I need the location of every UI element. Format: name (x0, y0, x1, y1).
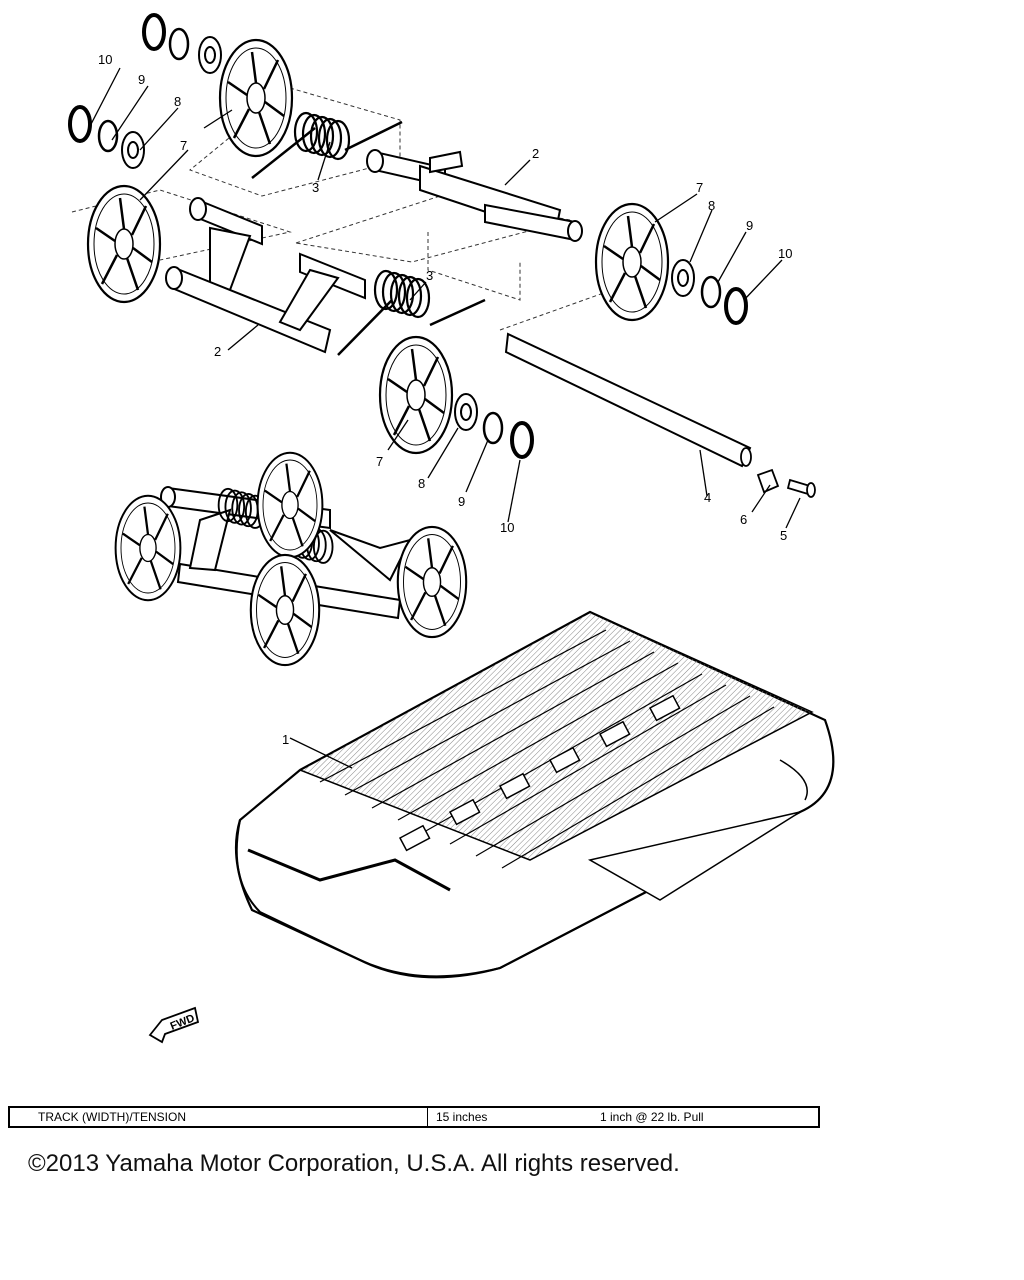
spec-tension: 1 inch @ 22 lb. Pull (600, 1110, 704, 1124)
callout-5: 5 (780, 528, 787, 543)
fwd-arrow-icon: FWD (148, 1006, 200, 1044)
callout-7-lower: 7 (376, 454, 383, 469)
callout-1: 1 (282, 732, 289, 747)
bearing-right (671, 259, 695, 297)
lower-arm (165, 197, 366, 354)
bearing-lower (454, 393, 478, 431)
callout-4: 4 (704, 490, 711, 505)
callout-2-top: 2 (532, 146, 539, 161)
bearing-top (121, 36, 222, 169)
bolt (786, 478, 816, 498)
caps (68, 13, 748, 459)
spec-table: TRACK (WIDTH)/TENSION 15 inches 1 inch @… (8, 1106, 820, 1128)
wheel-left (86, 184, 162, 304)
exploded-parts-diagram: FWD 10 9 8 7 3 2 7 8 9 10 3 2 7 8 9 10 4… (68, 13, 835, 1044)
callout-8-lower: 8 (418, 476, 425, 491)
callout-8-top: 8 (174, 94, 181, 109)
upper-arm (366, 149, 583, 242)
callout-3-lower: 3 (426, 268, 433, 283)
callout-10-lower: 10 (500, 520, 514, 535)
callout-9-right: 9 (746, 218, 753, 233)
callout-7-right: 7 (696, 180, 703, 195)
callout-8-right: 8 (708, 198, 715, 213)
callout-6: 6 (740, 512, 747, 527)
spec-label: TRACK (WIDTH)/TENSION (10, 1108, 428, 1126)
copyright-text: ©2013 Yamaha Motor Corporation, U.S.A. A… (28, 1150, 680, 1177)
wheel-right (594, 202, 670, 322)
washer-plate (756, 468, 780, 494)
spec-width: 15 inches (436, 1110, 488, 1124)
track-belt (234, 610, 835, 979)
shaft (504, 332, 752, 468)
callout-3-top: 3 (312, 180, 319, 195)
wheel-top (218, 38, 294, 158)
wheel-lower (378, 335, 454, 455)
callout-10-top: 10 (98, 52, 112, 67)
callout-9-top: 9 (138, 72, 145, 87)
circlips (97, 27, 722, 445)
callout-7-top: 7 (180, 138, 187, 153)
callout-2-lower: 2 (214, 344, 221, 359)
assembled-suspension (114, 451, 468, 667)
callout-10-right: 10 (778, 246, 792, 261)
leader-lines (87, 67, 801, 769)
callout-labels: 10 9 8 7 3 2 7 8 9 10 3 2 7 8 9 10 4 6 5… (98, 52, 792, 747)
callout-9-lower: 9 (458, 494, 465, 509)
